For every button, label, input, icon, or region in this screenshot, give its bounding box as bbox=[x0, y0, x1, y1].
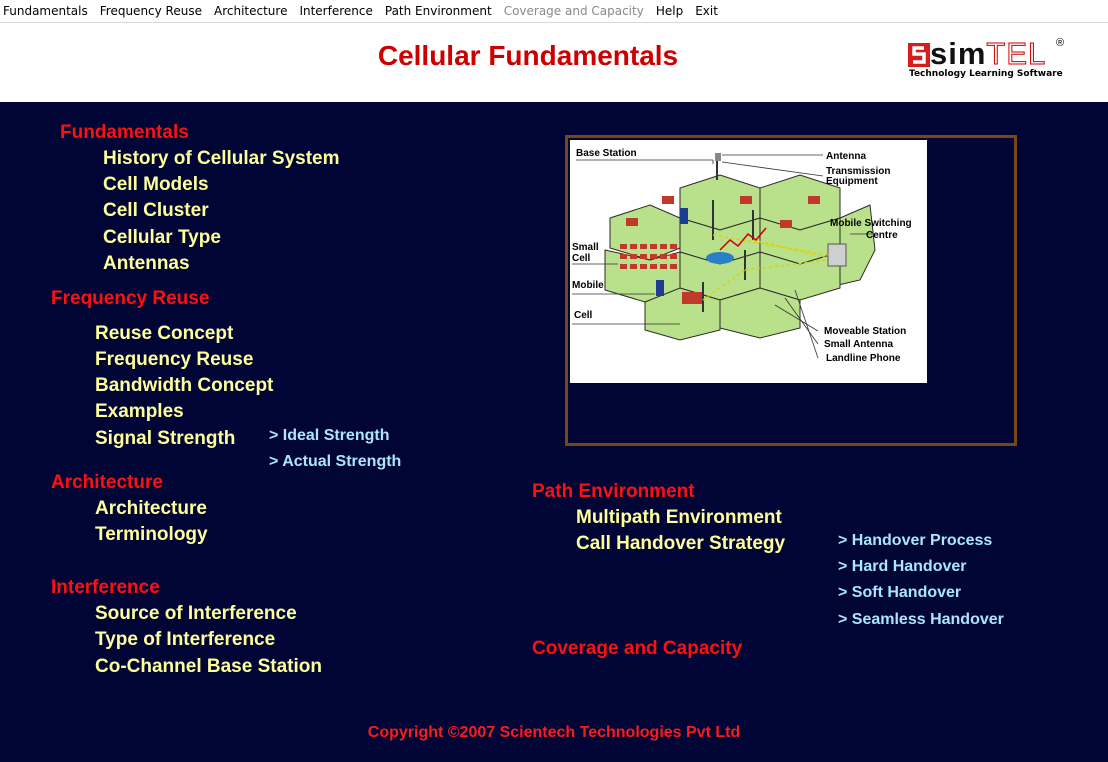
label-transmission: Transmission bbox=[826, 166, 890, 177]
diagram-svg: Base Station Antenna Transmission Equipm… bbox=[572, 148, 912, 364]
menu-exit[interactable]: Exit bbox=[695, 4, 718, 18]
topic-history-of-cellular-system[interactable]: History of Cellular System bbox=[103, 148, 340, 169]
label-equipment: Equipment bbox=[826, 176, 878, 187]
menu-fundamentals[interactable]: Fundamentals bbox=[3, 4, 88, 18]
car-icon bbox=[706, 252, 734, 264]
topic-architecture[interactable]: Architecture bbox=[95, 498, 207, 519]
dashed-links bbox=[702, 234, 829, 301]
header: Cellular Fundamentals simTEL ® Technolog… bbox=[0, 23, 1108, 102]
sub-ideal-strength[interactable]: > Ideal Strength bbox=[269, 427, 390, 444]
menu-path-environment[interactable]: Path Environment bbox=[384, 4, 492, 18]
leader-lines bbox=[572, 154, 875, 359]
section-path-environment[interactable]: Path Environment bbox=[532, 481, 695, 502]
small-cell-houses bbox=[620, 196, 820, 304]
cellular-network-diagram: Base Station Antenna Transmission Equipm… bbox=[570, 140, 927, 383]
label-mobile-switching: Mobile Switching bbox=[830, 218, 912, 229]
menu-coverage-and-capacity: Coverage and Capacity bbox=[503, 4, 644, 18]
mobile-phone-icon bbox=[680, 208, 688, 224]
section-coverage-and-capacity[interactable]: Coverage and Capacity bbox=[532, 638, 743, 659]
label-small: Small bbox=[572, 242, 599, 253]
topic-source-of-interference[interactable]: Source of Interference bbox=[95, 603, 297, 624]
topic-cell-models[interactable]: Cell Models bbox=[103, 174, 209, 195]
msc-building bbox=[827, 243, 847, 267]
label-base-station: Base Station bbox=[576, 148, 637, 159]
topic-call-handover-strategy[interactable]: Call Handover Strategy bbox=[576, 533, 786, 554]
topic-frequency-reuse[interactable]: Frequency Reuse bbox=[95, 349, 254, 370]
label-landline-phone: Landline Phone bbox=[826, 353, 901, 364]
topic-reuse-concept[interactable]: Reuse Concept bbox=[95, 323, 234, 344]
transmission-equipment-icon bbox=[715, 153, 721, 161]
menu-interference[interactable]: Interference bbox=[299, 4, 373, 18]
sub-hard-handover[interactable]: > Hard Handover bbox=[838, 558, 967, 575]
topic-multipath-environment[interactable]: Multipath Environment bbox=[576, 507, 782, 528]
label-small-antenna: Small Antenna bbox=[824, 339, 894, 350]
topic-antennas[interactable]: Antennas bbox=[103, 253, 190, 274]
menu-frequency-reuse[interactable]: Frequency Reuse bbox=[99, 4, 202, 18]
section-architecture[interactable]: Architecture bbox=[51, 472, 163, 493]
label-cell-small: Cell bbox=[572, 253, 591, 264]
menu-architecture[interactable]: Architecture bbox=[213, 4, 288, 18]
topic-co-channel-base-station[interactable]: Co-Channel Base Station bbox=[95, 656, 322, 677]
topic-terminology[interactable]: Terminology bbox=[95, 524, 208, 545]
main-panel: Fundamentals History of Cellular System … bbox=[0, 102, 1108, 762]
topic-signal-strength[interactable]: Signal Strength bbox=[95, 428, 236, 449]
cell-hexagons bbox=[604, 174, 876, 341]
logo-wordmark: simTEL bbox=[908, 38, 1046, 70]
page-title: Cellular Fundamentals bbox=[377, 40, 679, 71]
topic-bandwidth-concept[interactable]: Bandwidth Concept bbox=[95, 375, 274, 396]
sub-soft-handover[interactable]: > Soft Handover bbox=[838, 584, 962, 601]
logo-mark-icon bbox=[908, 43, 930, 67]
logo-tagline: Technology Learning Software bbox=[909, 69, 1063, 79]
topic-cellular-type[interactable]: Cellular Type bbox=[103, 227, 221, 248]
label-mobile: Mobile bbox=[572, 280, 604, 291]
label-cell: Cell bbox=[574, 310, 593, 321]
label-centre: Centre bbox=[866, 230, 898, 241]
registered-mark: ® bbox=[1056, 37, 1065, 49]
menu-help[interactable]: Help bbox=[655, 4, 684, 18]
label-antenna: Antenna bbox=[826, 151, 866, 162]
diagram-frame: Base Station Antenna Transmission Equipm… bbox=[565, 135, 1017, 446]
menu-bar: Fundamentals Frequency Reuse Architectur… bbox=[0, 0, 1108, 23]
copyright-text: Copyright ©2007 Scientech Technologies P… bbox=[367, 724, 741, 741]
section-interference[interactable]: Interference bbox=[51, 577, 160, 598]
radio-link bbox=[719, 227, 767, 251]
sub-actual-strength[interactable]: > Actual Strength bbox=[269, 453, 402, 470]
mobile-phone-icon bbox=[656, 280, 664, 296]
topic-examples[interactable]: Examples bbox=[95, 401, 184, 422]
section-frequency-reuse[interactable]: Frequency Reuse bbox=[51, 288, 210, 309]
sub-seamless-handover[interactable]: > Seamless Handover bbox=[838, 611, 1004, 628]
sub-handover-process[interactable]: > Handover Process bbox=[838, 532, 993, 549]
label-moveable-station: Moveable Station bbox=[824, 326, 906, 337]
topic-cell-cluster[interactable]: Cell Cluster bbox=[103, 200, 209, 221]
simtel-logo: simTEL ® Technology Learning Software bbox=[908, 37, 1068, 83]
topic-type-of-interference[interactable]: Type of Interference bbox=[95, 629, 276, 650]
antenna-towers bbox=[702, 160, 754, 312]
section-fundamentals[interactable]: Fundamentals bbox=[60, 122, 189, 143]
